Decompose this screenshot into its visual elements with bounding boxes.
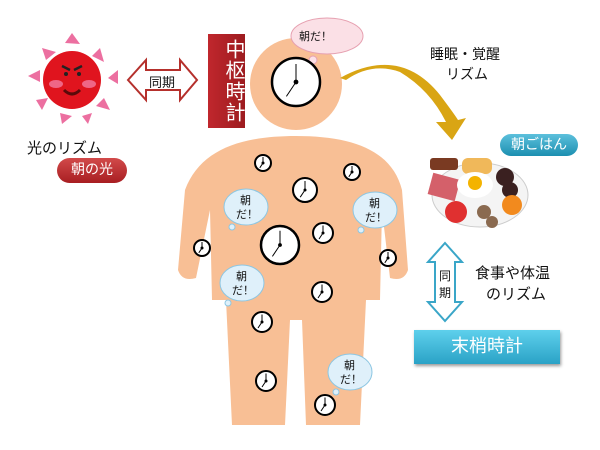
thought-bubble-head [290,17,364,69]
sync-arrow-right [425,241,465,323]
meal-rhythm-line1: 食事や体温 [475,264,551,282]
bubble-text: 朝 [240,194,251,207]
sun-icon [28,33,118,124]
clock-icon [292,177,318,203]
sync-label-right-2: 期 [439,286,452,300]
bubble-text: だ！ [340,373,362,386]
clock-icon [259,224,301,266]
bubble-text: 朝 [344,359,355,372]
sync-label-right-1: 同 [439,269,452,283]
sync-arrow-left [126,57,199,103]
light-rhythm-label: 光のリズム [27,139,103,157]
bubble-text: 朝 [236,270,247,283]
thought-bubble [327,353,373,396]
clock-icon [311,281,333,303]
sync-label-left: 同期 [149,76,176,91]
thought-bubble [219,264,265,307]
thought-bubble [352,191,398,234]
bubble-text: 朝 [369,197,380,210]
clock-icon [379,249,397,267]
clock-icon [255,370,277,392]
sleep-rhythm-line1: 睡眠・覚醒 [430,47,500,63]
clock-icon [314,394,336,416]
clock-icon [193,239,211,257]
clock-icon [343,163,361,181]
breakfast-badge: 朝ごはん [500,134,578,156]
sleep-rhythm-arrow [340,64,466,140]
clock-icon [254,154,272,172]
thought-bubble [223,188,269,231]
central-clock-label: 中枢時計 [208,34,246,128]
head-bubble-text: 朝だ！ [299,30,332,43]
clock-icon [251,311,273,333]
bubble-text: だ！ [236,208,258,221]
bubble-text: だ！ [365,211,387,224]
peripheral-clock-label: 末梢時計 [414,330,560,364]
meal-rhythm-line2: のリズム [486,285,547,303]
clock-icon [312,222,334,244]
morning-light-badge: 朝の光 [57,158,127,183]
breakfast-plate-icon [427,158,529,228]
bubble-text: だ！ [232,284,254,297]
sleep-rhythm-line2: リズム [446,67,488,83]
clock-icon [270,56,322,108]
